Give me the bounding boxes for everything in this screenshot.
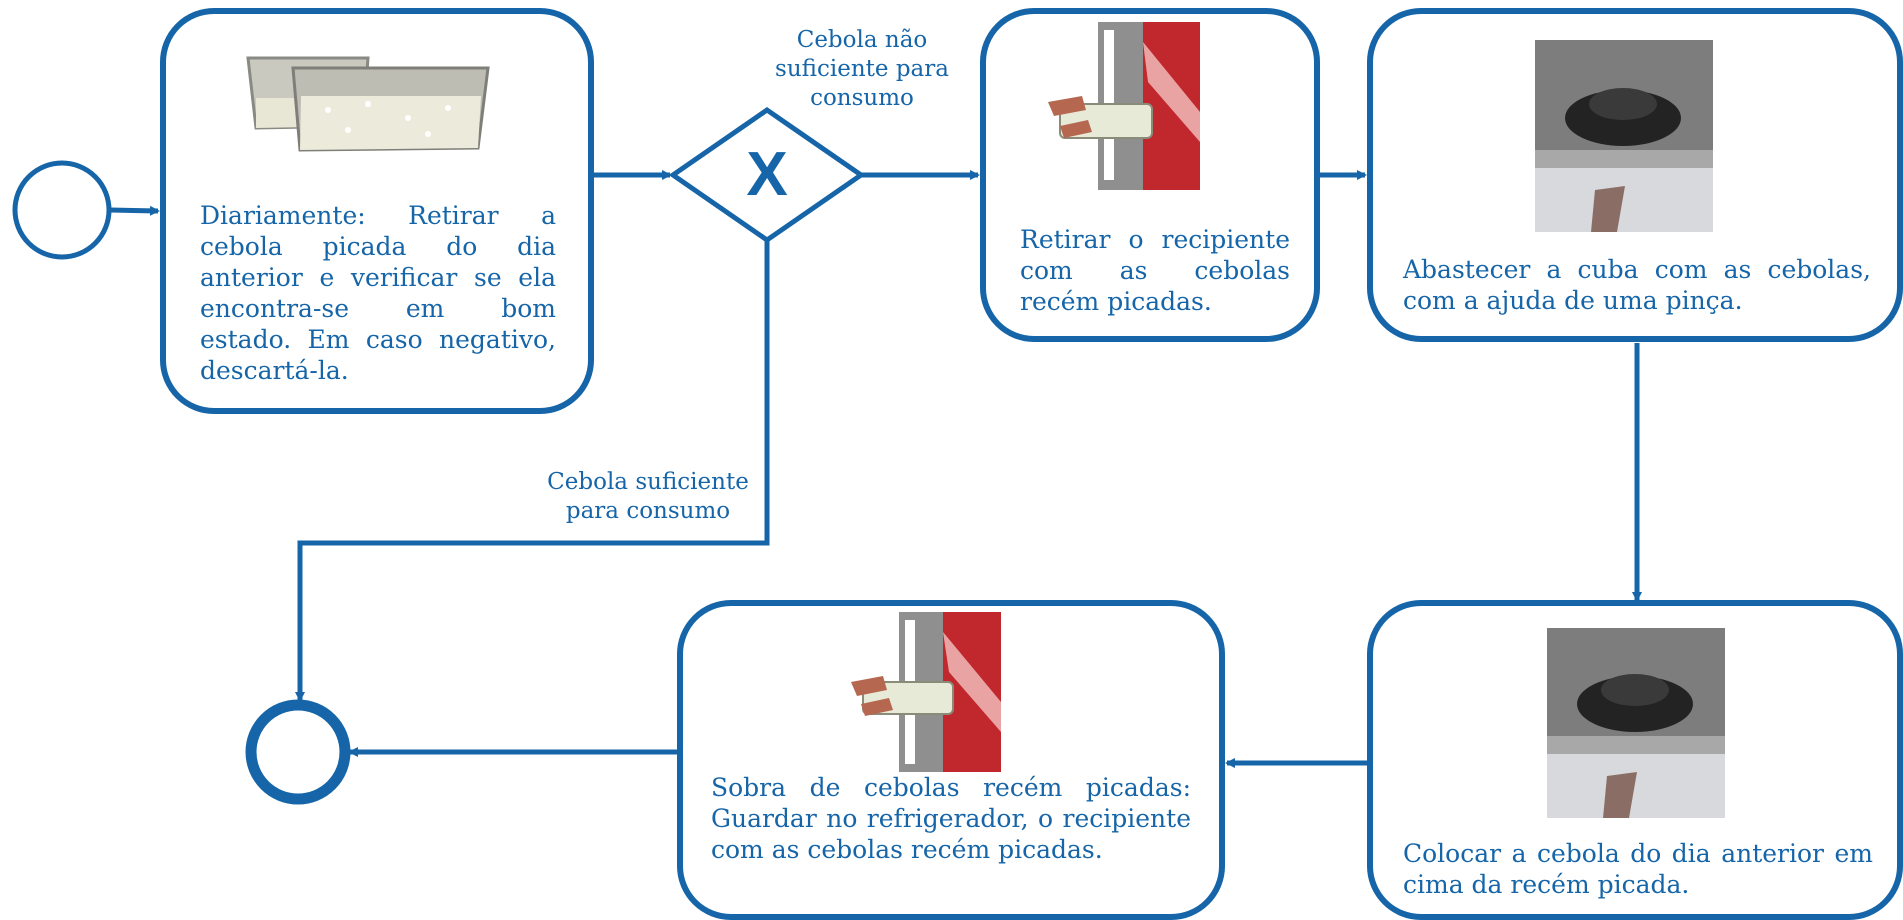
start-event[interactable]	[12, 160, 112, 260]
onion-containers-photo	[238, 38, 498, 156]
task-store-leftover[interactable]: Sobra de cebolas recém picadas: Guardar …	[677, 600, 1225, 920]
task2-text: Retirar o recipiente com as cebolas recé…	[1020, 225, 1290, 316]
steel-tray-photo	[1547, 628, 1725, 818]
task1-text: Diariamente: Retirar a cebola picada do …	[200, 201, 556, 385]
task-take-container[interactable]: Retirar o recipiente com as cebolas recé…	[980, 8, 1320, 342]
task5-text: Sobra de cebolas recém picadas: Guardar …	[711, 773, 1191, 864]
exclusive-gateway[interactable]: X	[668, 106, 866, 244]
end-event[interactable]	[245, 699, 351, 805]
steel-tray-photo	[1535, 40, 1713, 232]
task-remove-previous-onion[interactable]: Diariamente: Retirar a cebola picada do …	[160, 8, 594, 414]
task-place-old-onion[interactable]: Colocar a cebola do dia anterior em cima…	[1367, 600, 1903, 920]
fridge-container-photo	[1048, 22, 1200, 190]
flow-label-not-enough: Cebola não suficiente para consumo	[775, 27, 949, 111]
flow-gateway-to-end[interactable]	[295, 240, 770, 702]
task4-text: Colocar a cebola do dia anterior em cima…	[1403, 839, 1873, 899]
gateway-x-symbol: X	[746, 140, 787, 209]
fridge-container-photo	[851, 612, 1001, 772]
flow-start-to-task1[interactable]	[109, 205, 160, 216]
flow-label-enough: Cebola suficiente para consumo	[547, 469, 749, 524]
task3-text: Abastecer a cuba com as cebolas, com a a…	[1403, 255, 1871, 315]
task-fill-tray[interactable]: Abastecer a cuba com as cebolas, com a a…	[1367, 8, 1903, 342]
